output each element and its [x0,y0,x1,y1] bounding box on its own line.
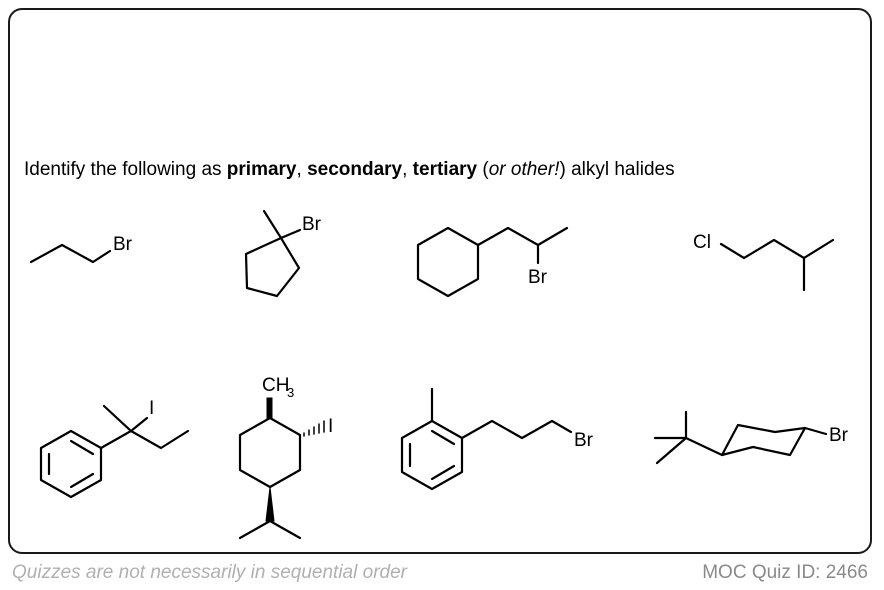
molecule-4-chloro-methylbutane: Cl [693,232,835,292]
bromine-label: Br [528,267,548,288]
molecule-2-bromo-methylcyclopentane: Br [244,209,322,298]
methyl-subscript: 3 [287,385,294,400]
primary-term: primary [226,159,297,180]
molecule-5-iodo-phenylbutane: I [39,398,190,499]
bromine-label: Br [574,430,594,451]
molecule-8-bromo-tert-butylcyclohexane: Br [653,410,849,465]
iodine-label: I [328,416,333,437]
bromine-label: Br [302,214,322,235]
quiz-card [8,8,872,554]
secondary-term: secondary [307,159,403,180]
other-term: or other! [488,159,560,180]
quiz-id: MOC Quiz ID: 2466 [702,562,868,583]
molecule-6-iodo-isopropyl-methylcyclohexane: CH 3 I [238,375,333,540]
tertiary-term: tertiary [412,159,478,180]
sequence-note: Quizzes are not necessarily in sequentia… [12,562,407,583]
iodine-label: I [149,398,154,419]
molecule-3-bromopropyl-cyclohexane: Br [416,226,569,298]
molecule-1-bromopropane: Br [29,234,133,264]
bromine-label: Br [113,234,133,255]
bromine-label: Br [829,425,849,446]
molecule-7-bromopropyl-methylbenzene: Br [400,387,594,491]
chlorine-label: Cl [693,232,711,253]
methyl-label: CH [262,375,289,396]
question-text: Identify the following as primary, secon… [24,159,675,180]
